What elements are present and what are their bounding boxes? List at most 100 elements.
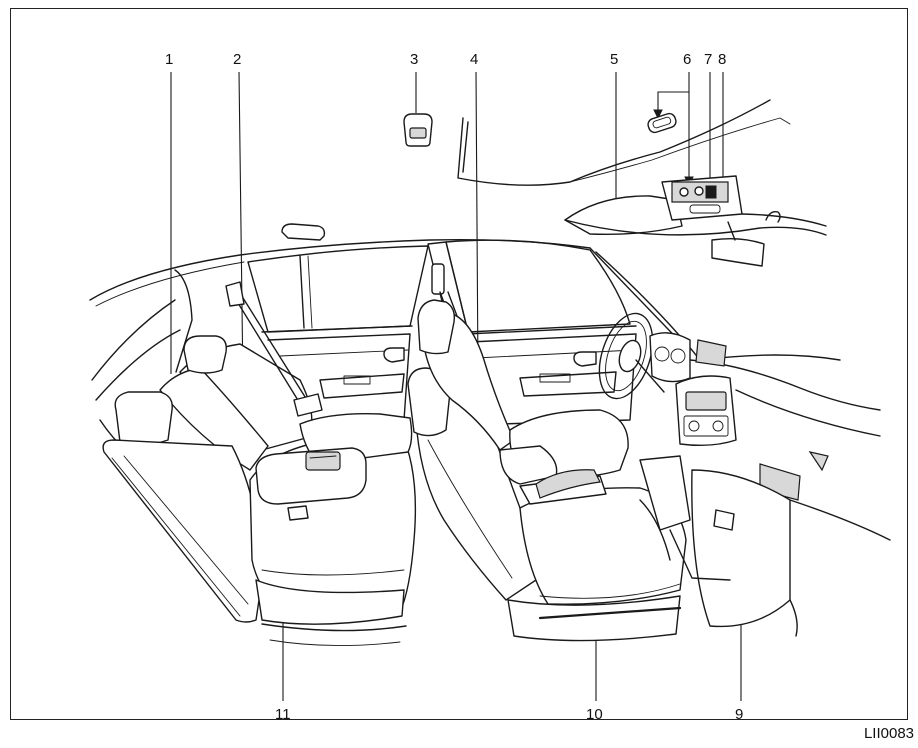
headliner-front-edge [564, 219, 827, 236]
driver-footwell [639, 499, 671, 561]
front-seats [407, 299, 687, 642]
callout-label-6: 6 [683, 51, 691, 68]
callout-label-4: 4 [470, 51, 478, 68]
armrest-cupholder [305, 451, 341, 471]
map-light-right [694, 186, 704, 196]
sunroof-grip-inner [652, 116, 672, 129]
climate-knob-right [712, 420, 724, 432]
rear-floor [261, 623, 407, 632]
sunroof-opening [457, 99, 771, 186]
audio-unit [685, 391, 727, 411]
side-air-vent [808, 451, 829, 472]
glove-box [691, 469, 791, 628]
rear-headrest-right [183, 335, 227, 374]
dashboard-end [789, 599, 798, 637]
front-door-window [445, 239, 631, 333]
front-door-armrest [519, 371, 617, 397]
front-door-beltline [465, 325, 637, 335]
front-window-switch [539, 373, 571, 383]
c-pillar [174, 269, 193, 373]
roof-headliner [457, 99, 827, 267]
rear-seatbelt-retractor [225, 281, 245, 307]
glove-box-latch [713, 509, 735, 531]
callout-label-2: 2 [233, 51, 241, 68]
rear-headrest-left [114, 391, 173, 446]
rear-quarter-trim-2 [95, 329, 181, 401]
rear-floor-mat [269, 639, 401, 646]
front-cushion-seam [539, 583, 681, 599]
callout-label-8: 8 [718, 51, 726, 68]
sunroof-inner-edge [462, 121, 469, 173]
rear-door-beltline [261, 325, 413, 333]
front-door-trim-line [475, 349, 635, 359]
rear-grab-handle [281, 223, 326, 241]
sunglasses-holder [689, 204, 721, 214]
center-air-vent [695, 339, 727, 367]
dashboard-face [735, 389, 881, 437]
leader-line-4 [475, 71, 479, 377]
folded-seatback-edge-2 [123, 455, 249, 605]
rear-door-handle [383, 347, 405, 363]
rear-window-switch [343, 375, 371, 385]
rear-quarter-trim [91, 299, 176, 381]
dashboard-lower-right [789, 499, 891, 541]
callout-label-7: 7 [704, 51, 712, 68]
gauge-right [670, 348, 686, 364]
leader-line-2 [238, 71, 244, 386]
arrowhead-6a [653, 109, 663, 120]
front-door-handle [573, 351, 597, 367]
rear-window-divider [299, 255, 305, 329]
overhead-switch [705, 185, 717, 199]
rearview-mirror-stem [727, 221, 736, 241]
front-floor-edge [669, 529, 731, 581]
folded-seatback-edge [111, 457, 241, 617]
leader-line-6 [657, 72, 690, 116]
steering-column [635, 359, 665, 393]
callout-label-5: 5 [610, 51, 618, 68]
climate-knob-left [688, 420, 700, 432]
callout-label-9: 9 [735, 706, 743, 723]
rear-seatback-center [159, 367, 269, 471]
floor [261, 623, 407, 646]
rearview-mirror [711, 237, 765, 267]
callout-label-11: 11 [275, 706, 291, 723]
rear-seatbelt-webbing-2 [237, 289, 313, 409]
sun-visor [564, 195, 683, 236]
rear-door-window [247, 245, 429, 333]
map-light-left [679, 187, 689, 197]
rear-door-armrest [319, 373, 405, 399]
front-seat-base [507, 595, 681, 642]
headliner-right-edge [741, 213, 827, 227]
armrest-cupholder-lid [309, 455, 337, 459]
rear-seatbelt-buckle [293, 393, 323, 417]
rear-cushion-seam [261, 569, 405, 576]
callout-labels: 1 2 3 4 5 6 7 8 9 10 11 [165, 51, 743, 723]
armrest-latch [287, 505, 309, 521]
left-roof-rail [89, 238, 591, 301]
dashboard [598, 312, 891, 637]
roof-panel-edge [569, 117, 791, 183]
sunroof-grip-handle [647, 112, 677, 134]
climate-control [683, 415, 729, 437]
rear-dome-light [403, 113, 433, 147]
rear-seatbelt-webbing [229, 289, 305, 411]
parking-brake-lever [535, 469, 601, 499]
rear-window-divider-2 [307, 255, 313, 329]
callout-label-1: 1 [165, 51, 173, 68]
b-pillar-belt-anchor [431, 263, 445, 295]
coat-hook-right [765, 210, 781, 223]
front-headrest-far [417, 299, 456, 355]
steering-wheel-rim [598, 312, 654, 400]
callout-label-3: 3 [410, 51, 418, 68]
folded-rear-seatback [102, 439, 263, 623]
rear-cushion-front [255, 579, 405, 625]
left-roof-rail-inner [95, 261, 245, 307]
gauge-left [654, 346, 670, 362]
seat-rail [538, 606, 682, 620]
front-seatback-near-seam [427, 439, 513, 579]
dome-light-lens [409, 127, 427, 139]
center-stack [675, 375, 737, 447]
front-floor-console [639, 455, 691, 531]
callout-label-10: 10 [586, 706, 603, 723]
